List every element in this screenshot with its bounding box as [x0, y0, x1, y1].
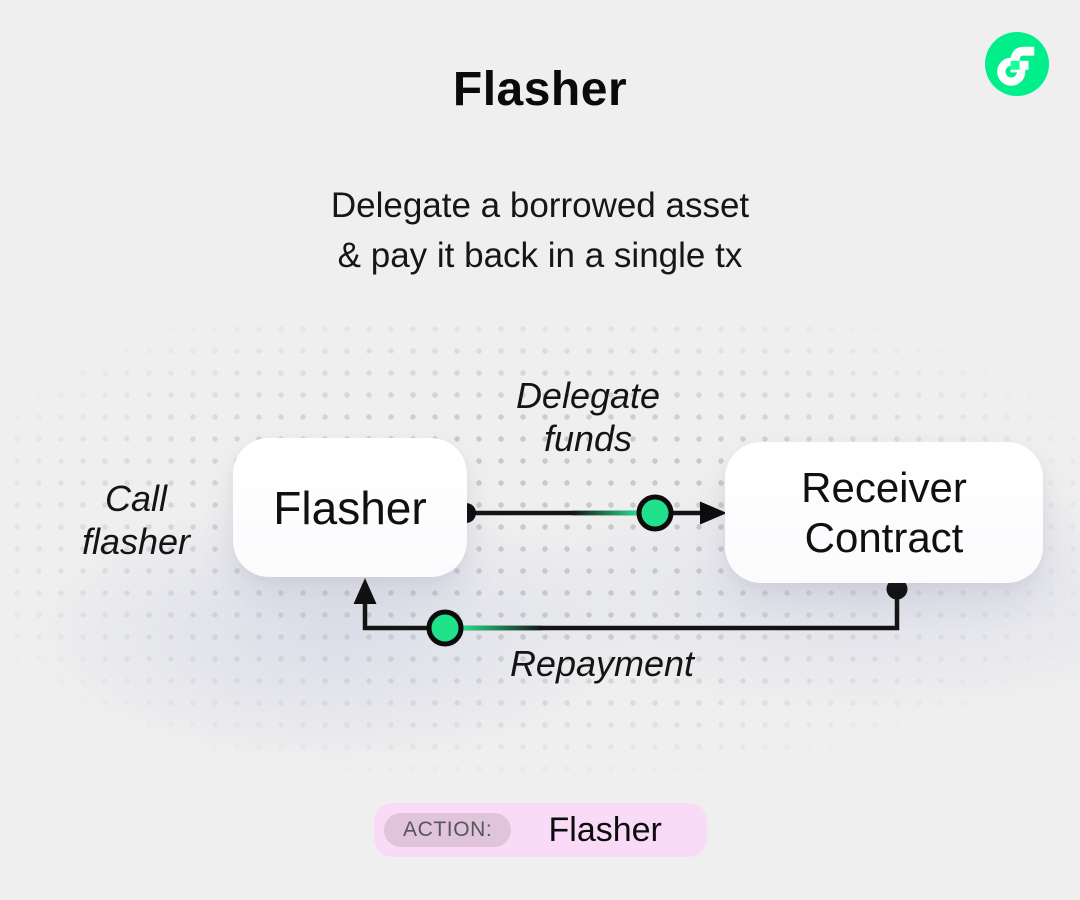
receiver-node-line-2: Contract [804, 513, 964, 561]
repayment-label: Repayment [509, 643, 695, 684]
arrowhead-right-icon [700, 501, 727, 525]
delegate-funds-line-2: funds [543, 418, 633, 459]
action-badge: ACTION: Flasher [374, 803, 707, 857]
subtitle-line-1: Delegate a borrowed asset [330, 186, 750, 225]
delegate-funds-label: Delegate funds [438, 374, 738, 460]
arrowhead-up-icon [353, 578, 377, 604]
green-token-dot [426, 609, 464, 647]
flasher-node: Flasher [233, 438, 467, 577]
call-flasher-label: Call flasher [38, 477, 234, 563]
receiver-node-line-1: Receiver [801, 463, 967, 511]
receiver-contract-node: Receiver Contract [725, 442, 1043, 583]
delegate-funds-line-1: Delegate [515, 375, 661, 416]
action-value: Flasher [548, 810, 662, 849]
page-title: Flasher [452, 63, 628, 116]
repayment-arrow [353, 578, 908, 647]
call-flasher-line-1: Call [104, 478, 167, 519]
page-subtitle: Delegate a borrowed asset & pay it back … [0, 181, 1080, 281]
flasher-node-label: Flasher [273, 481, 427, 534]
flow-logo-icon [985, 32, 1049, 96]
action-chip-label: ACTION: [384, 813, 512, 847]
green-token-dot [636, 494, 674, 532]
subtitle-line-2: & pay it back in a single tx [337, 236, 743, 275]
delegate-funds-arrow [456, 494, 727, 532]
call-flasher-line-2: flasher [81, 521, 191, 562]
